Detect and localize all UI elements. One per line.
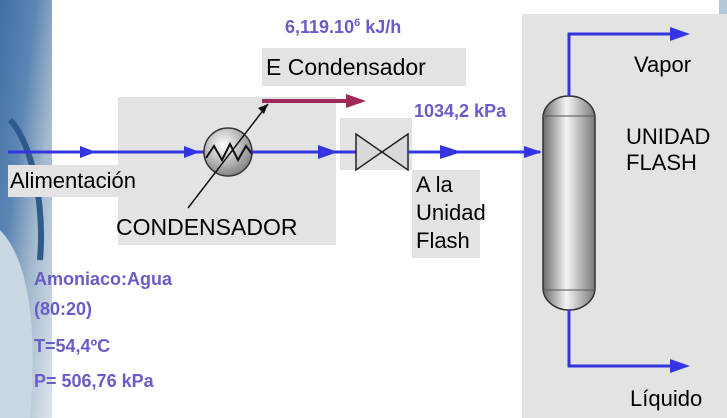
feed-temperature-label: T=54,4ºC [34, 336, 111, 356]
outlet-label-line1: A la [416, 172, 453, 197]
background-photo-strip [0, 0, 52, 418]
condenser-label: CONDENSADOR [116, 214, 298, 240]
outlet-label-line2: Unidad [416, 200, 486, 225]
valve-outlet-line [408, 145, 542, 159]
condenser-heat-exchanger [187, 103, 269, 209]
flash-unit-label-line2: FLASH [626, 150, 697, 175]
expansion-valve [355, 132, 409, 172]
feed-ratio-label: (80:20) [34, 299, 93, 319]
duty-exponent: 6 [354, 17, 361, 29]
liquid-outlet-line [567, 310, 690, 373]
vapor-outlet-line [567, 27, 690, 96]
condenser-outlet-line [252, 145, 356, 159]
flash-unit-label-line1: UNIDAD [626, 124, 711, 149]
feed-pressure-label: P= 506,76 kPa [34, 371, 154, 391]
feed-composition-label: Amoniaco:Agua [34, 269, 173, 289]
duty-value: 6,119.10 [285, 17, 355, 37]
energy-stream-label: E Condensador [266, 54, 426, 80]
flash-drum [542, 95, 596, 311]
liquid-label: Líquido [630, 386, 703, 411]
energy-label-panel [262, 48, 466, 86]
pressure-label: 1034,2 kPa [414, 101, 507, 121]
feed-stream-line [8, 146, 204, 158]
outlet-label-panel [412, 170, 480, 258]
duty-unit: kJ/h [360, 17, 402, 37]
feed-label-panel [8, 165, 170, 197]
outlet-label-line3: Flash [416, 228, 470, 253]
vapor-label: Vapor [634, 52, 692, 77]
feed-label: Alimentación [10, 168, 136, 193]
condenser-duty-label: 6,119.106 kJ/h [285, 12, 401, 38]
energy-stream-line [262, 94, 366, 108]
